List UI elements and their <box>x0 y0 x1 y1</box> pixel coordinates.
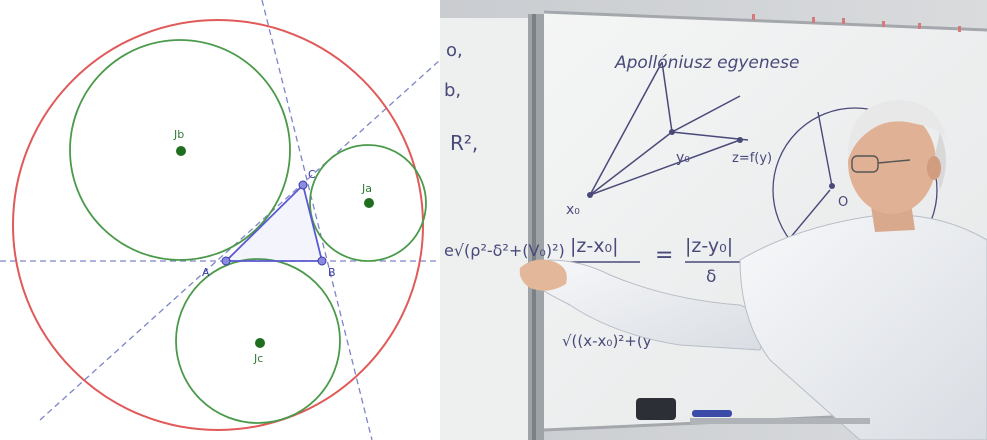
label-jc: Jc <box>253 352 263 365</box>
marker <box>692 410 732 417</box>
lecture-photo: o, b, R², e√(ρ²-δ²+(V₀)²) Apollóniusz eg… <box>440 0 987 440</box>
excenter-b-dot <box>176 146 186 156</box>
board-fragment-1: o, <box>446 40 463 61</box>
board-fragment-2: b, <box>444 80 461 101</box>
board-fragment-4: e√(ρ²-δ²+(V₀)²) <box>444 241 565 260</box>
triangle-abc <box>223 183 324 262</box>
excircle-c <box>175 258 341 424</box>
excircle-a <box>309 144 427 262</box>
line-ac-extended <box>39 59 440 421</box>
label-a: A <box>202 266 210 279</box>
eq-right-den: δ <box>706 267 716 287</box>
vertex-a <box>221 256 231 266</box>
outer-circle <box>12 19 424 431</box>
board-title: Apollóniusz egyenese <box>614 53 799 73</box>
label-z: z=f(y) <box>732 151 772 166</box>
apollonius-sketch <box>589 61 749 196</box>
left-board <box>440 18 528 440</box>
label-ja: Ja <box>361 182 372 195</box>
eq-right-num: |z-y₀| <box>685 235 733 257</box>
label-x0: x₀ <box>566 202 580 218</box>
label-b: B <box>328 266 336 279</box>
line-bc-extended <box>261 0 373 440</box>
eq-sqrt: √((x-x₀)²+(y <box>562 332 652 350</box>
vertex-b <box>317 256 327 266</box>
label-c: C <box>308 168 316 181</box>
presenter <box>519 100 987 440</box>
label-y0: y₀ <box>676 150 690 166</box>
vertex-c <box>298 180 308 190</box>
eq-left: |z-x₀| <box>570 235 619 257</box>
photo-canvas: o, b, R², e√(ρ²-δ²+(V₀)²) Apollóniusz eg… <box>440 0 987 440</box>
excenter-a-dot <box>364 198 374 208</box>
eraser <box>636 398 676 420</box>
excenter-c-dot <box>255 338 265 348</box>
label-o: O <box>838 195 848 210</box>
board-tick-marks <box>752 14 961 32</box>
label-jb: Jb <box>173 128 184 141</box>
board-fragment-3: R², <box>450 131 478 155</box>
excircle-b <box>69 39 291 261</box>
excircle-diagram: A B C Jb Ja Jc <box>0 0 440 440</box>
eq-equals: = <box>655 243 673 268</box>
geometry-canvas: A B C Jb Ja Jc <box>0 0 440 440</box>
